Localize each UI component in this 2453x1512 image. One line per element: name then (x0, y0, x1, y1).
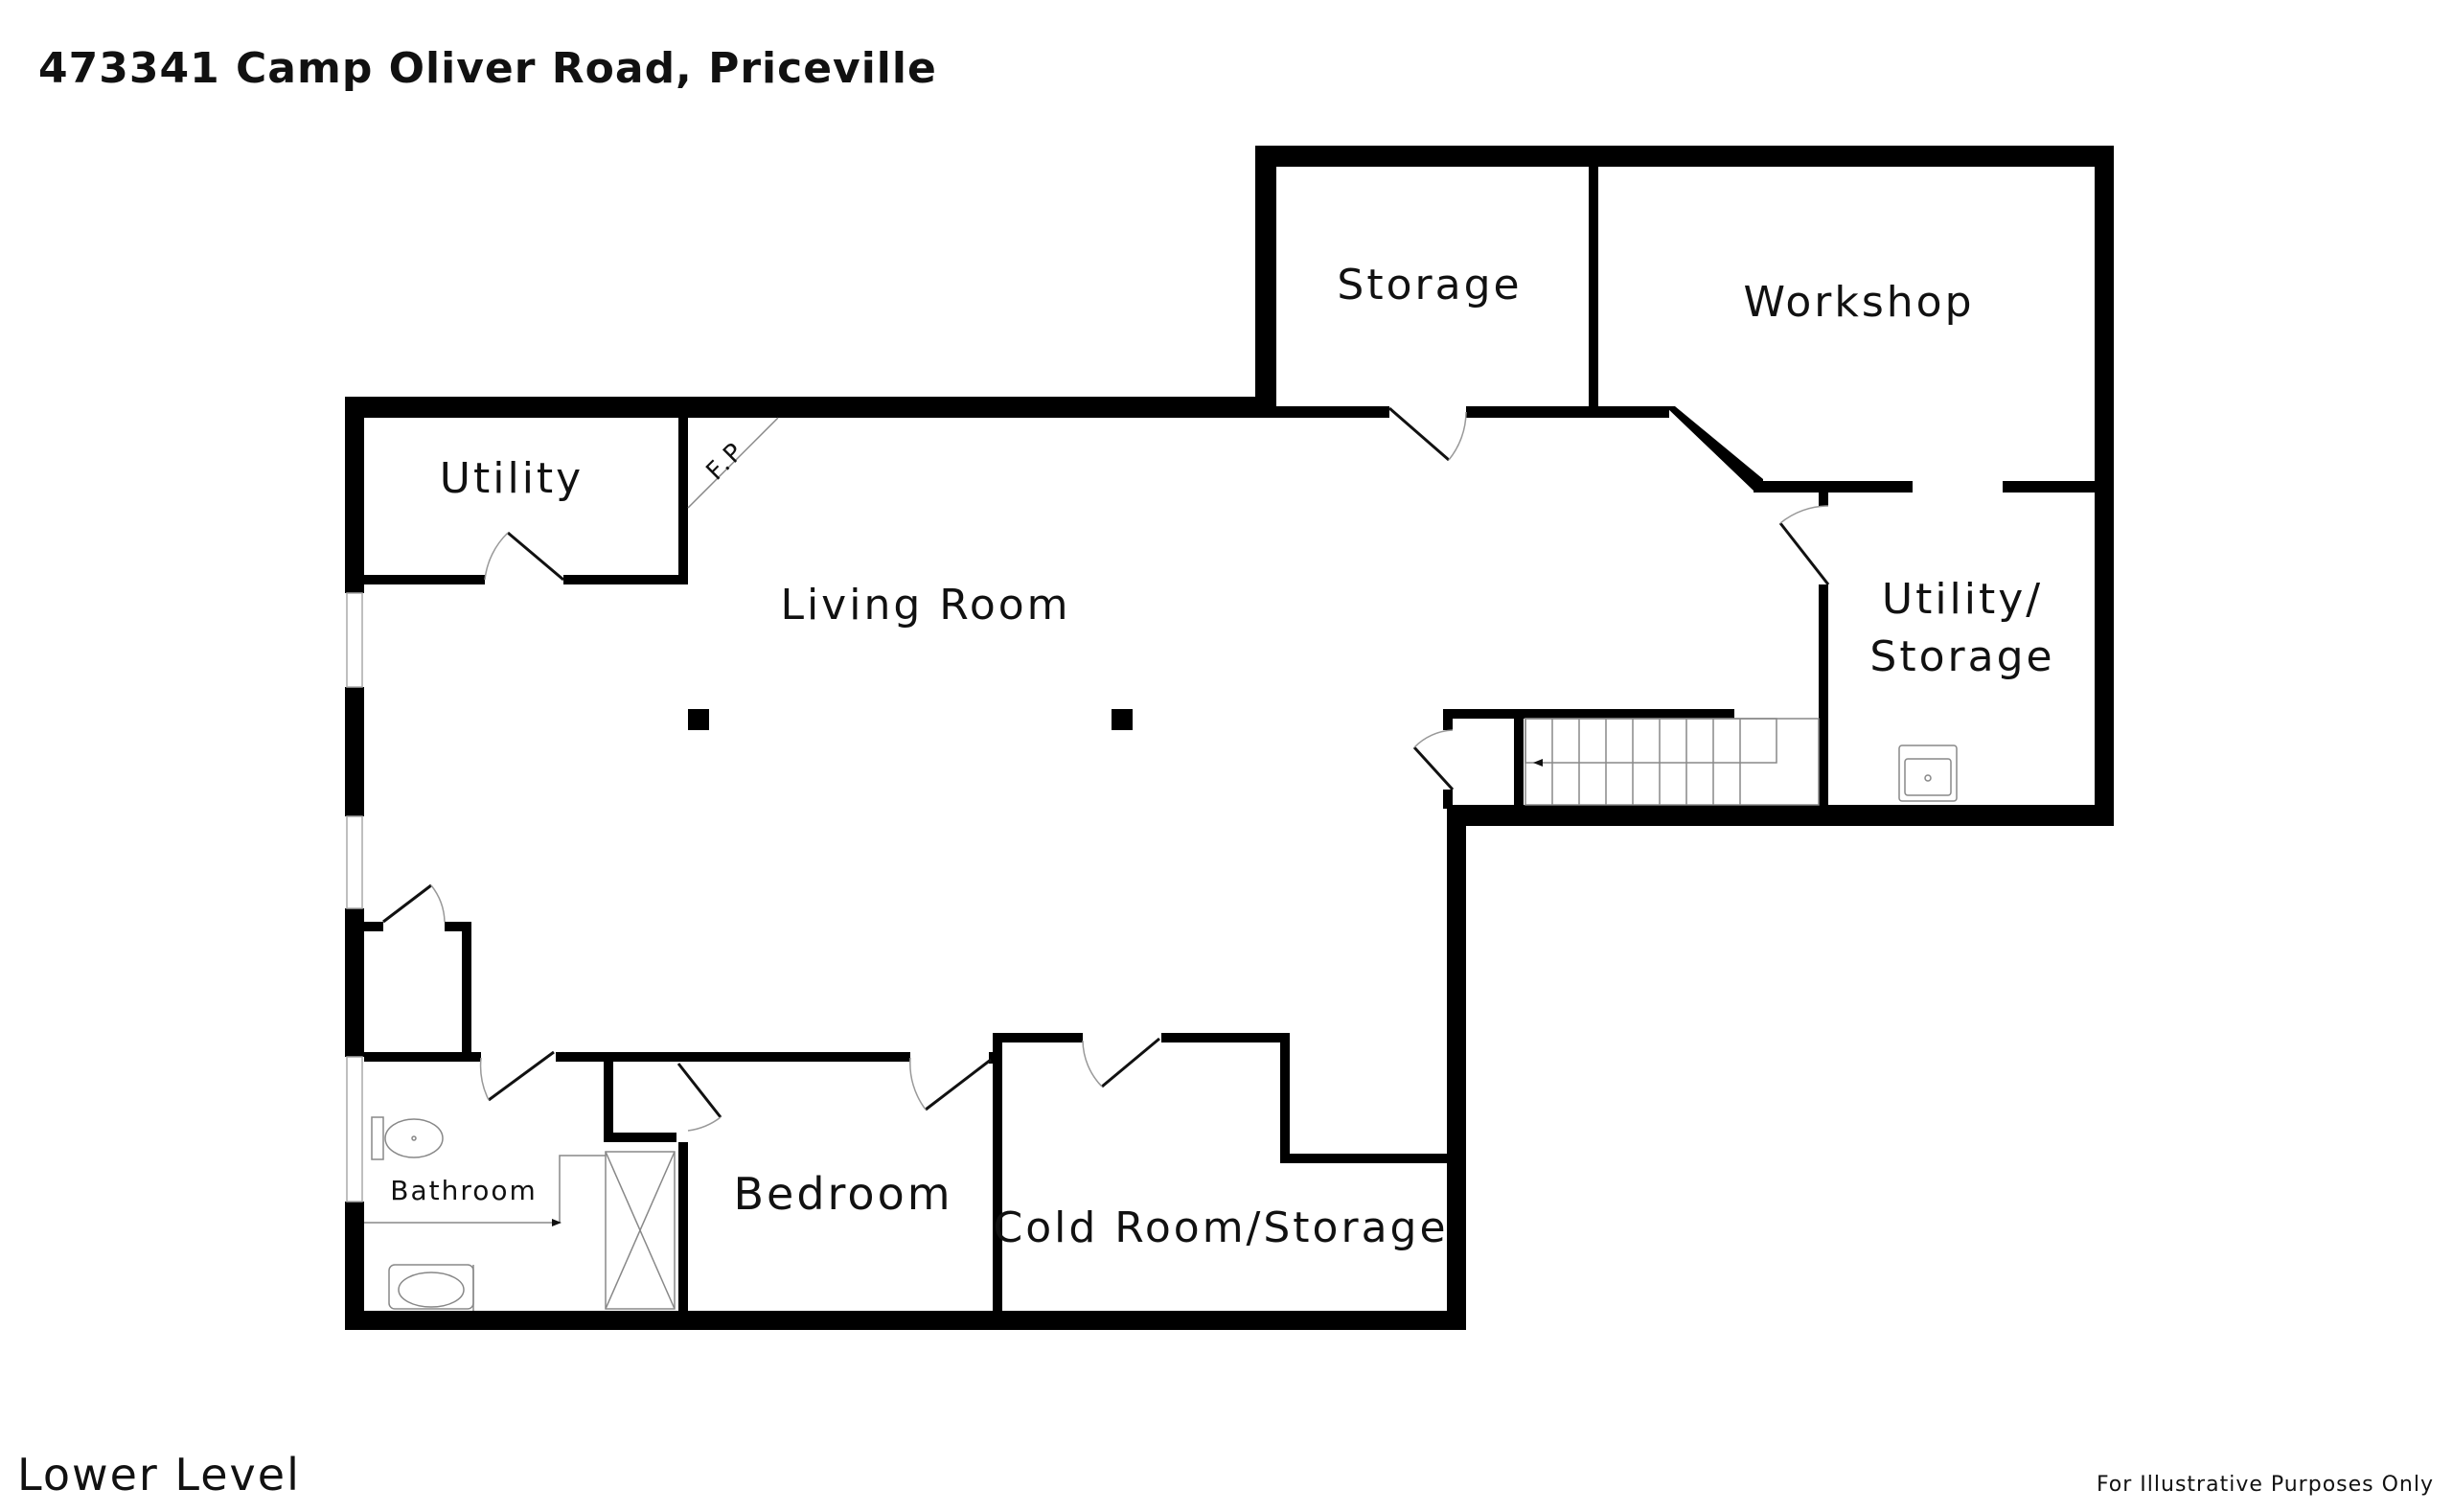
disclaimer: For Illustrative Purposes Only (2096, 1473, 2434, 1497)
room-label-bathroom: Bathroom (390, 1175, 538, 1206)
room-label-living-room: Living Room (780, 581, 1070, 630)
utility-sink-icon (1898, 745, 1958, 802)
room-labels: Storage Workshop Utility Living Room Uti… (390, 261, 2054, 1252)
room-label-utility-storage-2: Storage (1869, 632, 2054, 681)
bathroom-sink-icon (388, 1264, 474, 1310)
interior-walls (364, 167, 2095, 1311)
toilet-icon (371, 1116, 384, 1160)
windows (346, 592, 363, 1203)
fixtures (364, 745, 1958, 1311)
room-label-workshop: Workshop (1743, 278, 1974, 327)
room-label-storage: Storage (1337, 261, 1522, 309)
level-label: Lower Level (17, 1449, 301, 1501)
room-label-cold-room: Cold Room/Storage (993, 1203, 1448, 1252)
shower-icon (605, 1151, 676, 1310)
doors (382, 406, 1830, 1132)
room-label-utility-storage-1: Utility/ (1882, 575, 2043, 624)
fireplace: F.P (687, 417, 779, 509)
room-label-utility: Utility (440, 454, 584, 503)
stairs (1525, 718, 1820, 806)
outer-walls (345, 146, 2114, 1330)
room-label-bedroom: Bedroom (733, 1168, 952, 1220)
plan-title: 473341 Camp Oliver Road, Priceville (38, 44, 937, 93)
fireplace-label: F.P (700, 436, 750, 486)
